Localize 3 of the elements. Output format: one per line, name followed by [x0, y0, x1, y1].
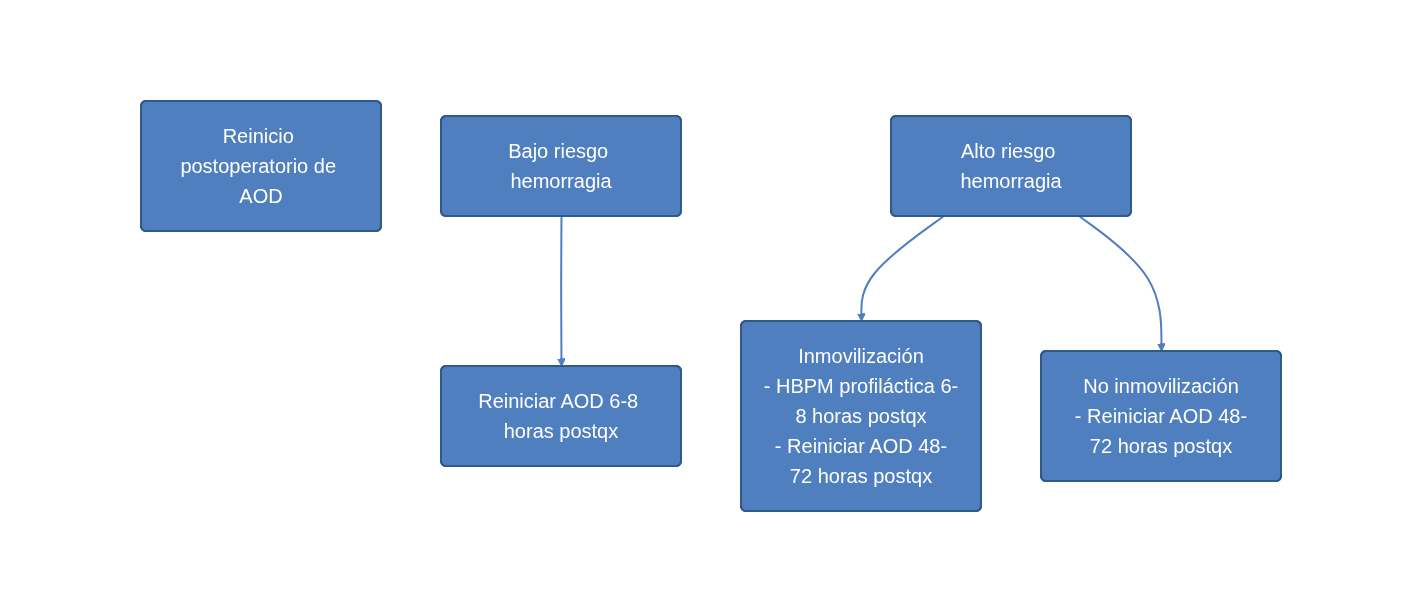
arrow	[857, 215, 945, 322]
arrow	[557, 215, 566, 367]
arrow	[1078, 215, 1166, 352]
